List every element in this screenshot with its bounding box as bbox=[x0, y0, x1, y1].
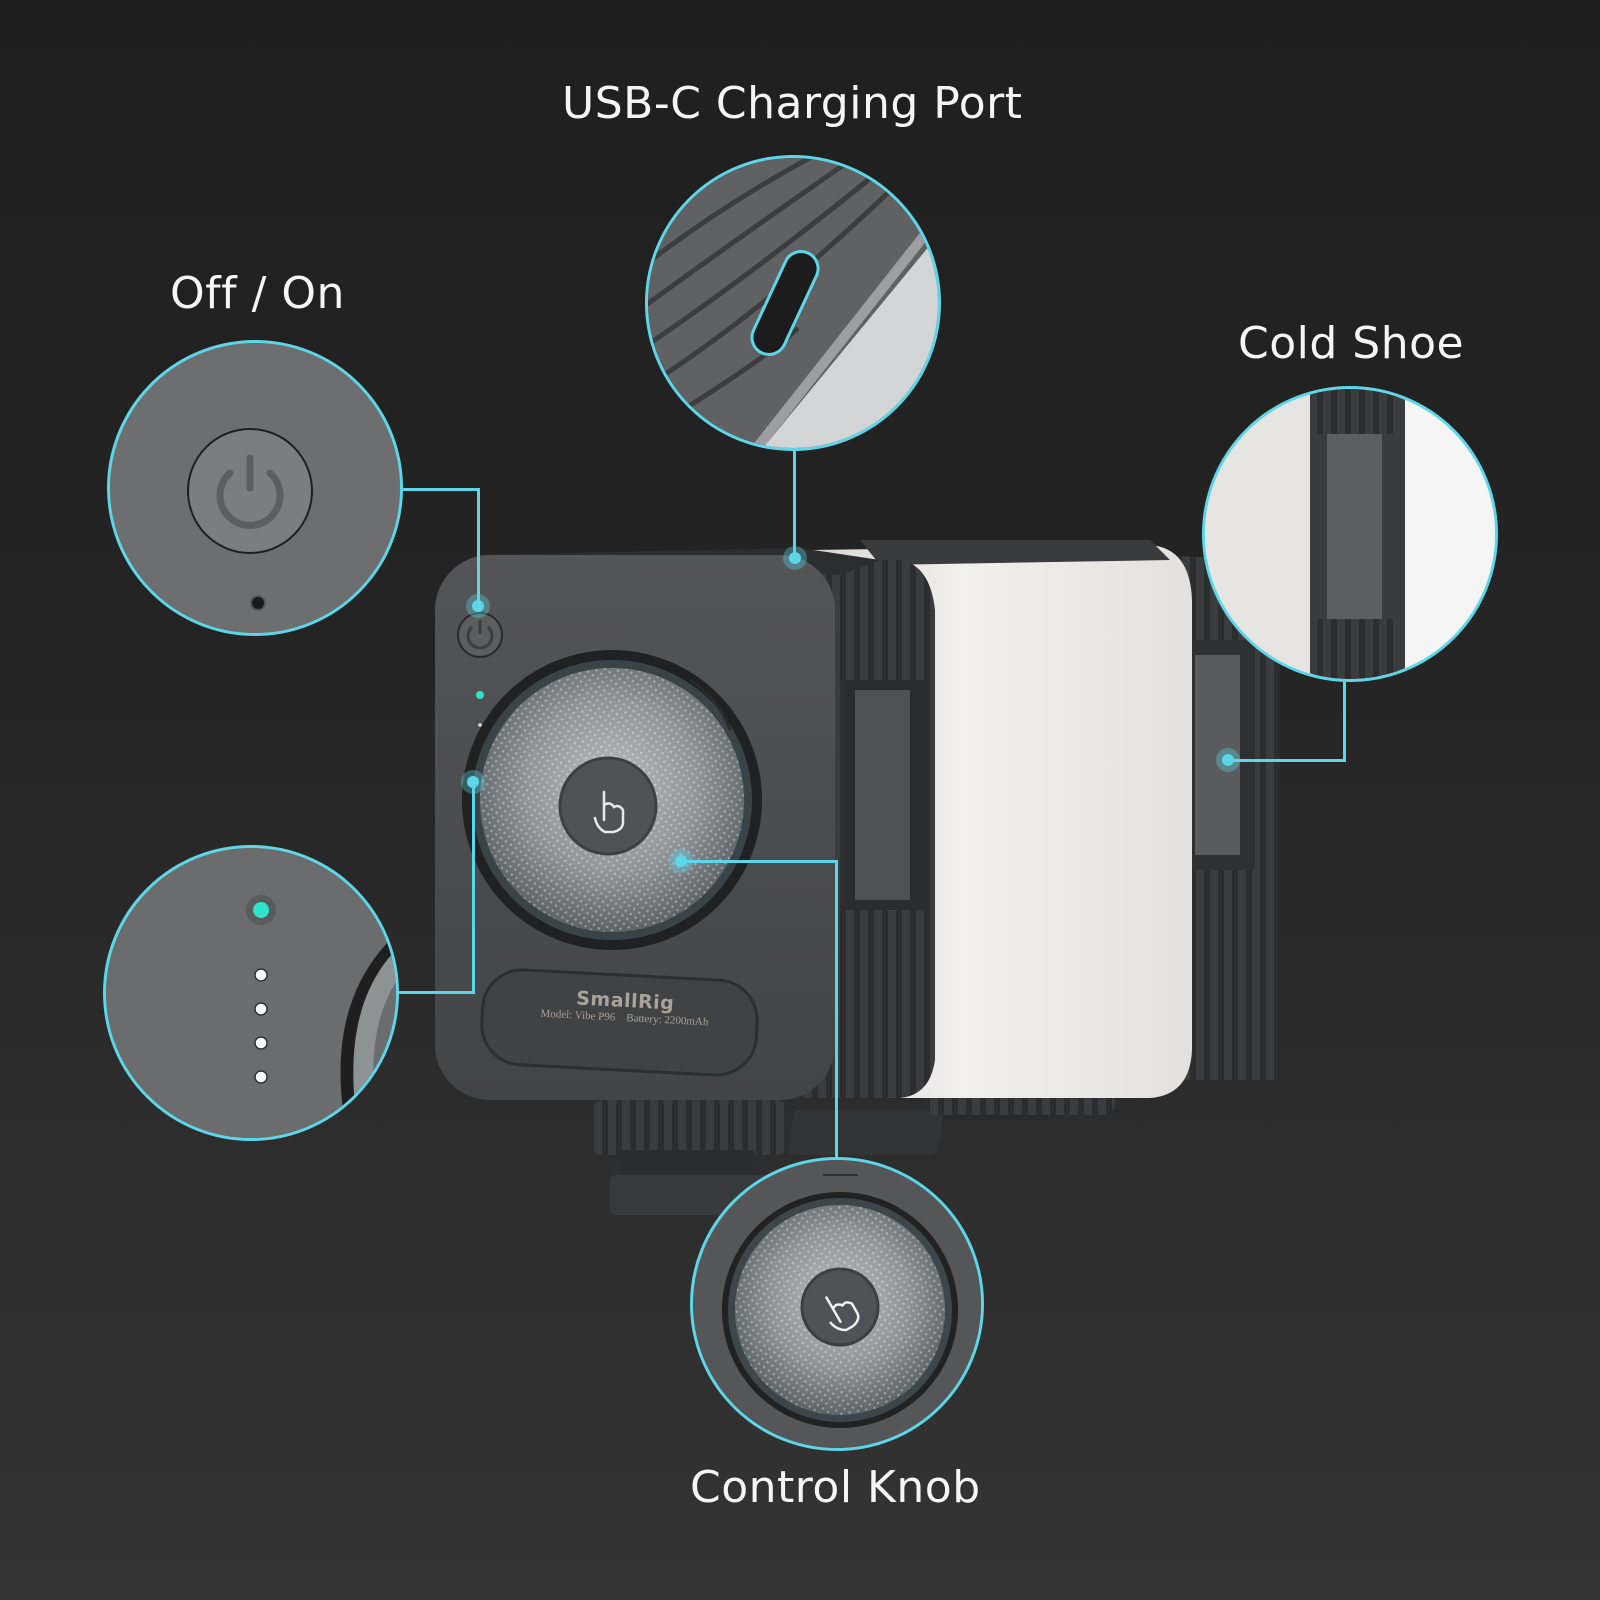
usb-c-label: USB-C Charging Port bbox=[562, 78, 1023, 129]
cold-shoe-zoom-circle bbox=[1202, 386, 1498, 682]
control-knob-label: Control Knob bbox=[690, 1462, 981, 1513]
battery-led-3 bbox=[254, 1036, 268, 1050]
status-led-icon bbox=[253, 902, 269, 918]
power-zoom-circle bbox=[107, 340, 403, 636]
knob-callout-line-v bbox=[835, 860, 838, 1157]
power-callout-line-h bbox=[403, 488, 480, 491]
usb-c-callout-line bbox=[793, 451, 796, 558]
cold-shoe-callout-line-v bbox=[1343, 682, 1346, 762]
power-label: Off / On bbox=[170, 268, 345, 319]
cold-shoe-callout-line-h bbox=[1227, 759, 1346, 762]
cold-shoe-callout-dot bbox=[1222, 754, 1234, 766]
usb-c-zoom-circle bbox=[645, 155, 941, 451]
power-callout-line-v bbox=[477, 488, 480, 606]
indicator-callout-line-v bbox=[472, 782, 475, 994]
touch-hand-icon bbox=[825, 1296, 860, 1332]
knob-callout-dot bbox=[675, 855, 687, 867]
usb-c-detail-image bbox=[648, 158, 938, 448]
cold-shoe-label: Cold Shoe bbox=[1238, 318, 1465, 369]
power-icon bbox=[216, 454, 284, 529]
power-callout-dot bbox=[472, 600, 484, 612]
usb-c-callout-dot bbox=[789, 552, 801, 564]
indicator-callout-line-h bbox=[399, 991, 475, 994]
battery-led-1 bbox=[254, 968, 268, 982]
control-knob-zoom-circle bbox=[690, 1157, 984, 1451]
battery-led-2 bbox=[254, 1002, 268, 1016]
indicator-zoom-circle bbox=[103, 845, 399, 1141]
indicator-callout-dot bbox=[467, 776, 479, 788]
knob-callout-line-h bbox=[680, 860, 838, 863]
battery-led-4 bbox=[254, 1070, 268, 1084]
